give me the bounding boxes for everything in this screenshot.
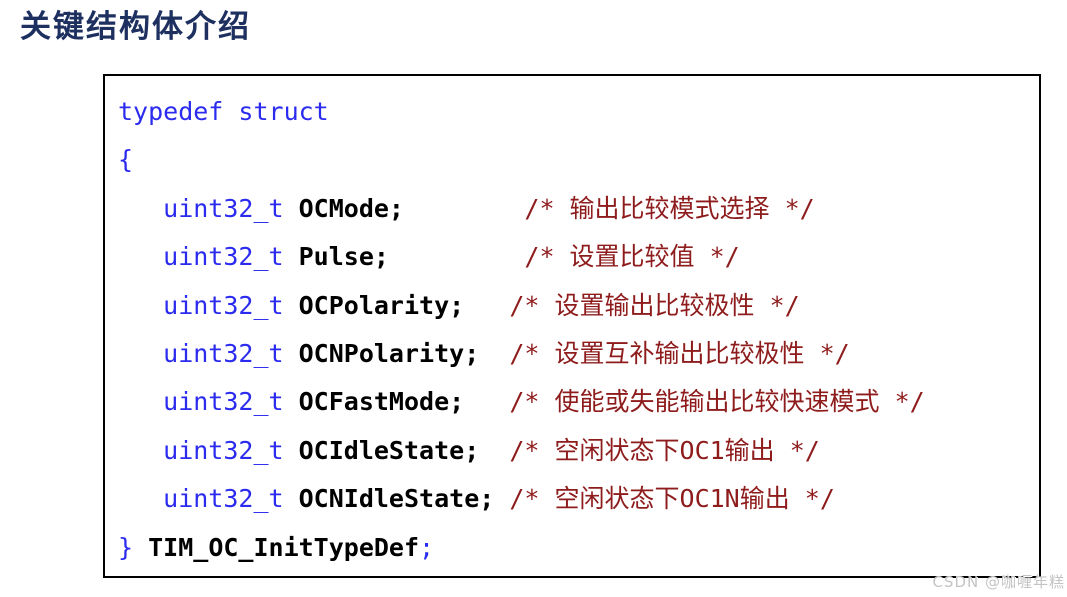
code-segment-plain [118, 339, 163, 368]
code-segment-keyword: uint32_t [163, 193, 284, 223]
code-segment-comment: /* 空闲状态下OC1N输出 */ [509, 484, 835, 514]
code-segment-plain: OCMode; [283, 193, 525, 223]
code-line: { [118, 136, 1039, 184]
code-segment-plain [118, 242, 163, 271]
code-segment-comment: /* 输出比较模式选择 */ [524, 193, 815, 223]
code-line: uint32_t OCNPolarity; /* 设置互补输出比较极性 */ [118, 330, 1039, 378]
code-segment-keyword: uint32_t [163, 242, 284, 272]
code-segment-keyword: uint32_t [163, 435, 284, 465]
code-segment-comment: /* 空闲状态下OC1输出 */ [509, 435, 820, 465]
code-line: uint32_t OCFastMode; /* 使能或失能输出比较快速模式 */ [118, 378, 1039, 426]
code-line: uint32_t OCIdleState; /* 空闲状态下OC1输出 */ [118, 427, 1039, 475]
code-segment-plain: OCFastMode; [283, 387, 510, 417]
code-segment-plain: OCNIdleState; [283, 484, 510, 514]
code-segment-plain [118, 291, 163, 320]
code-line: } TIM_OC_InitTypeDef; [118, 524, 1039, 572]
code-segment-plain [118, 436, 163, 465]
code-line: typedef struct [118, 88, 1039, 136]
code-line: uint32_t OCNIdleState; /* 空闲状态下OC1N输出 */ [118, 475, 1039, 523]
code-segment-plain [118, 194, 163, 223]
code-line: uint32_t Pulse; /* 设置比较值 */ [118, 233, 1039, 281]
code-segment-keyword: typedef struct [118, 97, 329, 126]
code-segment-keyword: uint32_t [163, 339, 284, 369]
code-line: uint32_t OCPolarity; /* 设置输出比较极性 */ [118, 282, 1039, 330]
code-segment-plain: OCPolarity; [283, 290, 510, 320]
code-segment-keyword: } [118, 532, 134, 562]
code-box: typedef struct { uint32_t OCMode; /* 输出比较… [103, 74, 1041, 578]
code-segment-plain [118, 387, 163, 416]
code-segment-plain: OCNPolarity; [283, 339, 510, 369]
watermark: CSDN @咖喱年糕 [932, 573, 1065, 591]
page-title: 关键结构体介绍 [20, 9, 251, 45]
code-segment-keyword: uint32_t [163, 290, 284, 320]
code-segment-plain: OCIdleState; [283, 435, 510, 465]
code-segment-comment: /* 使能或失能输出比较快速模式 */ [509, 387, 925, 417]
code-line: uint32_t OCMode; /* 输出比较模式选择 */ [118, 185, 1039, 233]
code-block: typedef struct { uint32_t OCMode; /* 输出比较… [105, 76, 1039, 572]
code-segment-comment: /* 设置比较值 */ [524, 242, 740, 272]
code-segment-comment: /* 设置互补输出比较极性 */ [509, 339, 850, 369]
code-segment-comment: /* 设置输出比较极性 */ [509, 290, 800, 320]
code-segment-keyword: { [118, 145, 134, 175]
code-segment-keyword: ; [419, 532, 435, 562]
code-segment-plain [118, 484, 163, 513]
code-segment-plain: Pulse; [283, 242, 525, 272]
code-segment-keyword: uint32_t [163, 484, 284, 514]
code-segment-plain: TIM_OC_InitTypeDef [133, 532, 420, 562]
code-segment-keyword: uint32_t [163, 387, 284, 417]
